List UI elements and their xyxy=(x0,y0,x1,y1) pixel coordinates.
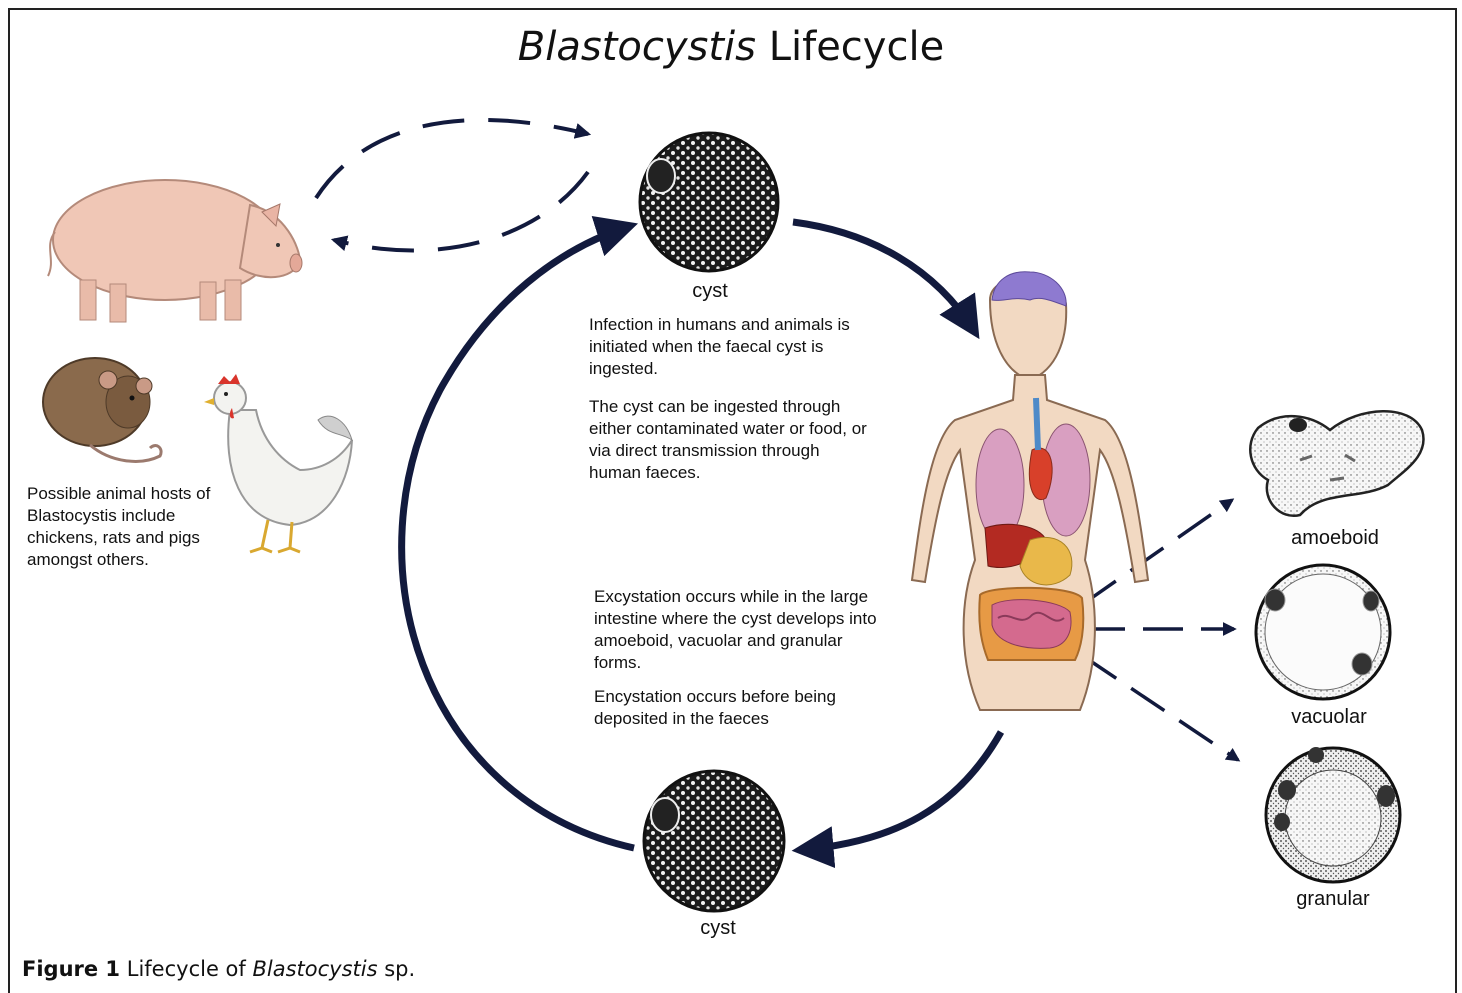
dashed-arrow-pig-to-cyst xyxy=(316,120,588,198)
rat-icon xyxy=(43,358,161,461)
cyst-icon xyxy=(640,133,778,271)
vacuolar-cell-icon xyxy=(1256,565,1390,699)
arrow-human-to-cyst xyxy=(800,732,1001,850)
pig-icon xyxy=(48,180,302,322)
granular-cell-icon xyxy=(1266,747,1400,882)
excystation-paragraph-2: Encystation occurs before being deposite… xyxy=(594,686,879,730)
caption-suffix: sp. xyxy=(384,957,415,981)
cyst-label-bottom: cyst xyxy=(678,917,758,940)
amoeboid-cell-icon xyxy=(1250,411,1423,516)
caption-text: Lifecycle of xyxy=(127,957,246,981)
caption-prefix: Figure 1 xyxy=(22,957,120,981)
caption-species: Blastocystis xyxy=(252,957,377,981)
human-anatomy-icon xyxy=(912,272,1148,710)
infection-paragraph-2: The cyst can be ingested through either … xyxy=(589,396,874,484)
dashed-arrow-to-granular xyxy=(1083,656,1238,760)
figure-caption: Figure 1 Lifecycle of Blastocystis sp. xyxy=(22,957,415,981)
chicken-icon xyxy=(204,374,352,552)
vacuolar-label: vacuolar xyxy=(1274,706,1384,729)
dashed-arrow-to-amoeboid xyxy=(1083,500,1232,604)
cyst-label-top: cyst xyxy=(670,280,750,303)
granular-label: granular xyxy=(1278,888,1388,911)
infection-text: Infection in humans and animals is initi… xyxy=(589,314,874,484)
excystation-text: Excystation occurs while in the large in… xyxy=(594,586,879,730)
excystation-paragraph-1: Excystation occurs while in the large in… xyxy=(594,586,879,674)
animal-hosts-text: Possible animal hosts of Blastocystis in… xyxy=(27,483,217,571)
amoeboid-label: amoeboid xyxy=(1280,527,1390,550)
infection-paragraph-1: Infection in humans and animals is initi… xyxy=(589,314,874,380)
dashed-arrow-cyst-to-pig xyxy=(334,172,588,250)
cyst-icon xyxy=(644,771,784,911)
